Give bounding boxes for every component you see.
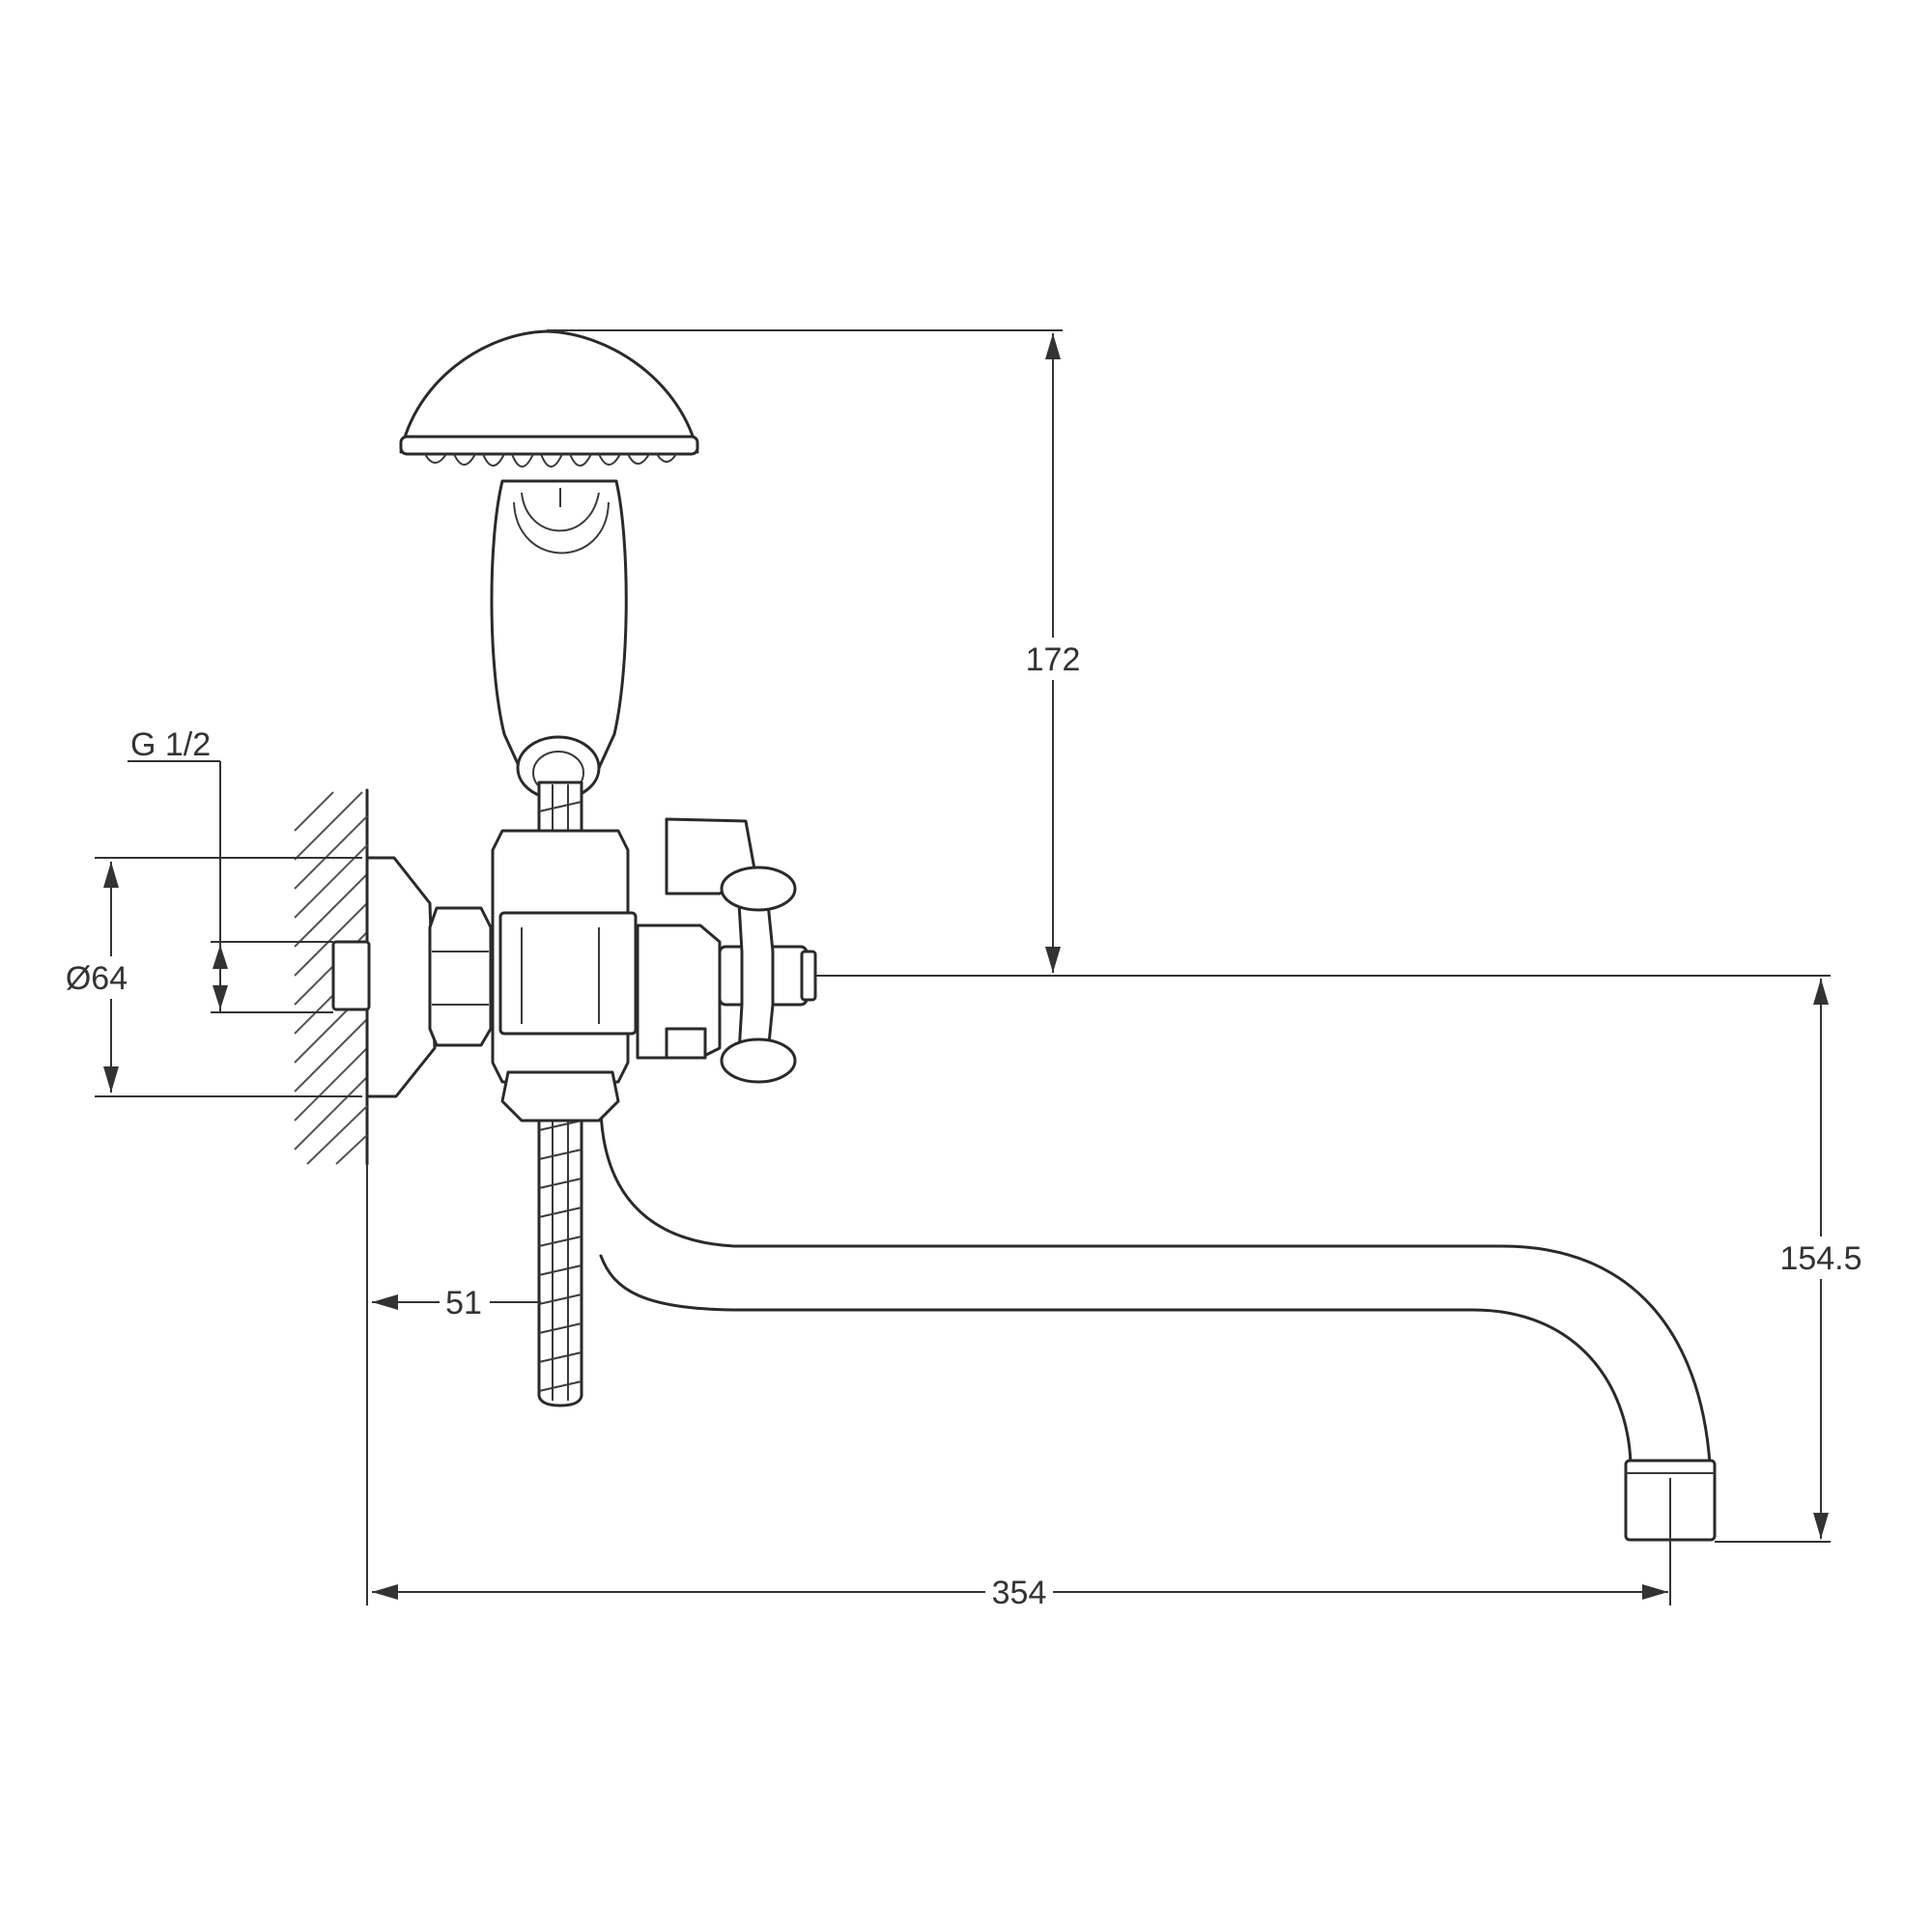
- wall-hatching: [294, 788, 369, 1166]
- faucet-body: [331, 817, 817, 1122]
- dimension-label-spout-drop: 154.5: [1779, 1240, 1861, 1277]
- dimension-label-head-height: 172: [1026, 641, 1081, 678]
- dimension-labels: 172 154.5 354 51 Ø64 G 1/2: [58, 638, 1869, 1611]
- shower-head: [399, 329, 699, 468]
- spout: [599, 1109, 1717, 1542]
- shower-handle: [490, 479, 628, 801]
- dimension-label-spout-reach: 354: [992, 1575, 1047, 1611]
- dimension-label-flange-diameter: Ø64: [66, 960, 128, 997]
- dimension-label-thread: G 1/2: [130, 726, 211, 763]
- dimension-label-wall-offset: 51: [445, 1285, 482, 1321]
